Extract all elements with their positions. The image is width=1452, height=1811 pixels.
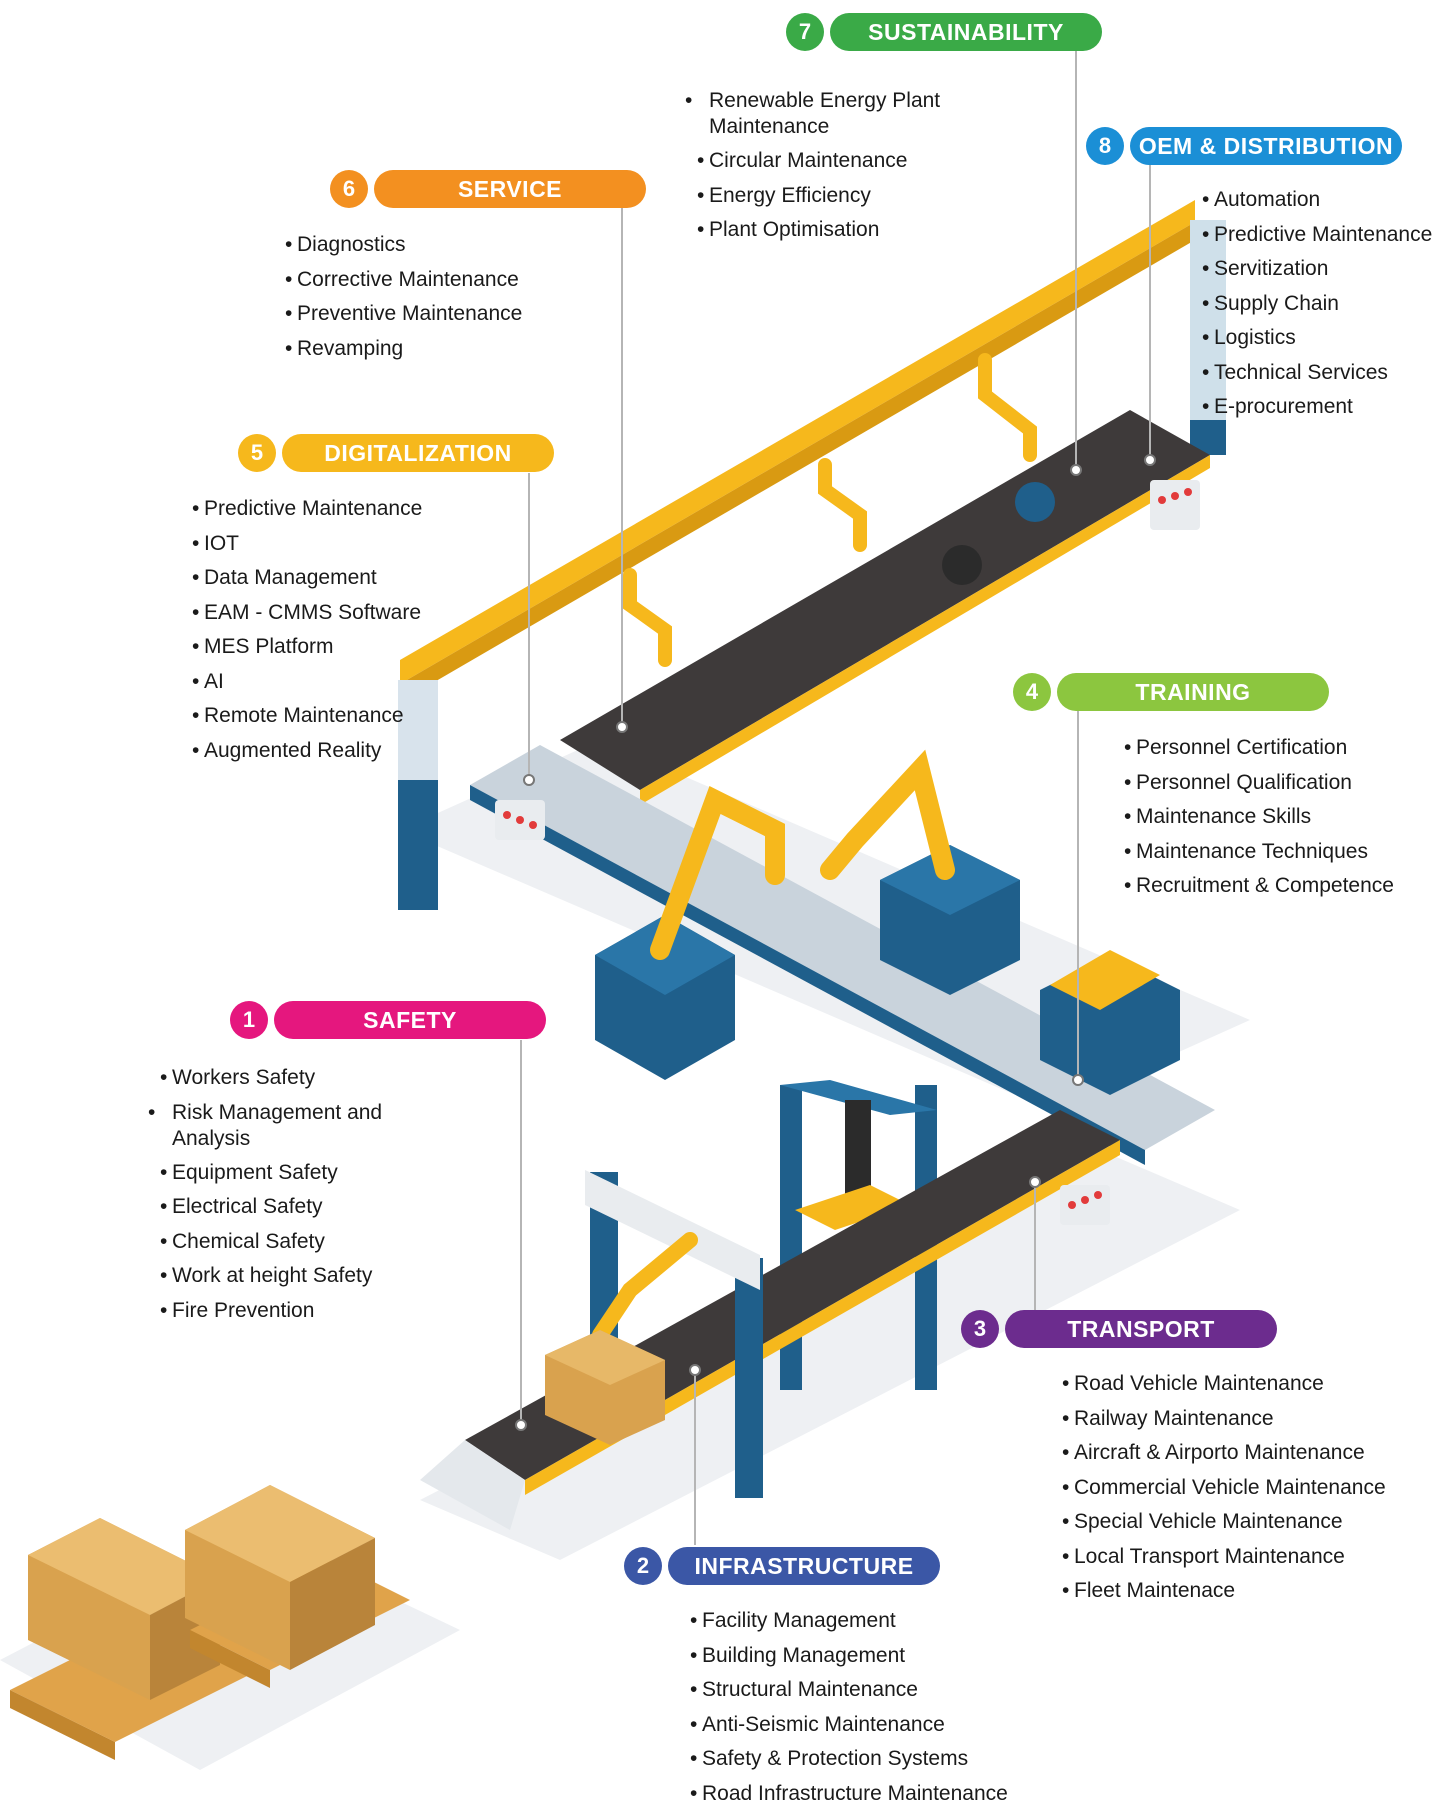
transport-number-badge: 3 — [961, 1310, 999, 1348]
list-item: •Predictive Maintenance — [1202, 218, 1432, 253]
list-item: •Safety & Protection Systems — [690, 1742, 1008, 1777]
transport-items: •Road Vehicle Maintenance •Railway Maint… — [1062, 1367, 1386, 1609]
list-item: •Personnel Certification — [1124, 731, 1394, 766]
list-item: •Recruitment & Competence — [1124, 869, 1394, 904]
list-item: •Equipment Safety — [160, 1156, 420, 1191]
oem-items: •Automation •Predictive Maintenance •Ser… — [1202, 183, 1432, 425]
list-item: •Electrical Safety — [160, 1190, 420, 1225]
list-item: •Special Vehicle Maintenance — [1062, 1505, 1386, 1540]
list-item: •Aircraft & Airporto Maintenance — [1062, 1436, 1386, 1471]
upper-conveyor — [560, 410, 1210, 805]
list-item: •Fleet Maintenace — [1062, 1574, 1386, 1609]
list-item: •Road Infrastructure Maintenance — [690, 1777, 1008, 1811]
list-item: •Risk Management and Analysis — [160, 1096, 392, 1156]
digitalization-items: •Predictive Maintenance •IOT •Data Manag… — [192, 492, 422, 768]
list-item: •Servitization — [1202, 252, 1432, 287]
list-item: •Work at height Safety — [160, 1259, 420, 1294]
list-item: •Circular Maintenance — [697, 144, 979, 179]
list-item: •Commercial Vehicle Maintenance — [1062, 1471, 1386, 1506]
sustainability-number-badge: 7 — [786, 13, 824, 51]
list-item: •Building Management — [690, 1639, 1008, 1674]
training-label-pill: TRAINING — [1057, 673, 1329, 711]
list-item: •Preventive Maintenance — [285, 297, 522, 332]
service-items: •Diagnostics •Corrective Maintenance •Pr… — [285, 228, 522, 366]
oem-label-pill: OEM & DISTRIBUTION — [1130, 127, 1402, 165]
digitalization-number-badge: 5 — [238, 434, 276, 472]
list-item: •Structural Maintenance — [690, 1673, 1008, 1708]
infrastructure-number-badge: 2 — [624, 1547, 662, 1585]
list-item: •Supply Chain — [1202, 287, 1432, 322]
list-item: •Road Vehicle Maintenance — [1062, 1367, 1386, 1402]
list-item: •Corrective Maintenance — [285, 263, 522, 298]
safety-number-badge: 1 — [230, 1001, 268, 1039]
list-item: •Logistics — [1202, 321, 1432, 356]
infrastructure-items: •Facility Management •Building Managemen… — [690, 1604, 1008, 1811]
list-item: •Remote Maintenance — [192, 699, 422, 734]
digitalization-label-pill: DIGITALIZATION — [282, 434, 554, 472]
service-label-pill: SERVICE — [374, 170, 646, 208]
list-item: •Technical Services — [1202, 356, 1432, 391]
sustainability-label-pill: SUSTAINABILITY — [830, 13, 1102, 51]
training-number-badge: 4 — [1013, 673, 1051, 711]
list-item: •Facility Management — [690, 1604, 1008, 1639]
infrastructure-label-pill: INFRASTRUCTURE — [668, 1547, 940, 1585]
safety-items: •Workers Safety •Risk Management and Ana… — [160, 1061, 420, 1328]
list-item: •Augmented Reality — [192, 734, 422, 769]
list-item: •Diagnostics — [285, 228, 522, 263]
list-item: •MES Platform — [192, 630, 422, 665]
list-item: •Personnel Qualification — [1124, 766, 1394, 801]
list-item: •Fire Prevention — [160, 1294, 420, 1329]
safety-label-pill: SAFETY — [274, 1001, 546, 1039]
list-item: •Revamping — [285, 332, 522, 367]
list-item: •Renewable Energy Plant Maintenance — [697, 84, 979, 144]
list-item: •Data Management — [192, 561, 422, 596]
list-item: •Plant Optimisation — [697, 213, 979, 248]
list-item: •E-procurement — [1202, 390, 1432, 425]
list-item: •Chemical Safety — [160, 1225, 420, 1260]
list-item: •Railway Maintenance — [1062, 1402, 1386, 1437]
training-items: •Personnel Certification •Personnel Qual… — [1124, 731, 1394, 904]
list-item: •Maintenance Skills — [1124, 800, 1394, 835]
list-item: •AI — [192, 665, 422, 700]
list-item: •Energy Efficiency — [697, 179, 979, 214]
list-item: •Workers Safety — [160, 1061, 420, 1096]
list-item: •Predictive Maintenance — [192, 492, 422, 527]
list-item: •IOT — [192, 527, 422, 562]
sustainability-items: •Renewable Energy Plant Maintenance •Cir… — [697, 84, 979, 248]
list-item: •Anti-Seismic Maintenance — [690, 1708, 1008, 1743]
transport-label-pill: TRANSPORT — [1005, 1310, 1277, 1348]
list-item: •Maintenance Techniques — [1124, 835, 1394, 870]
list-item: •Automation — [1202, 183, 1432, 218]
list-item: •Local Transport Maintenance — [1062, 1540, 1386, 1575]
oem-number-badge: 8 — [1086, 127, 1124, 165]
service-number-badge: 6 — [330, 170, 368, 208]
list-item: •EAM - CMMS Software — [192, 596, 422, 631]
